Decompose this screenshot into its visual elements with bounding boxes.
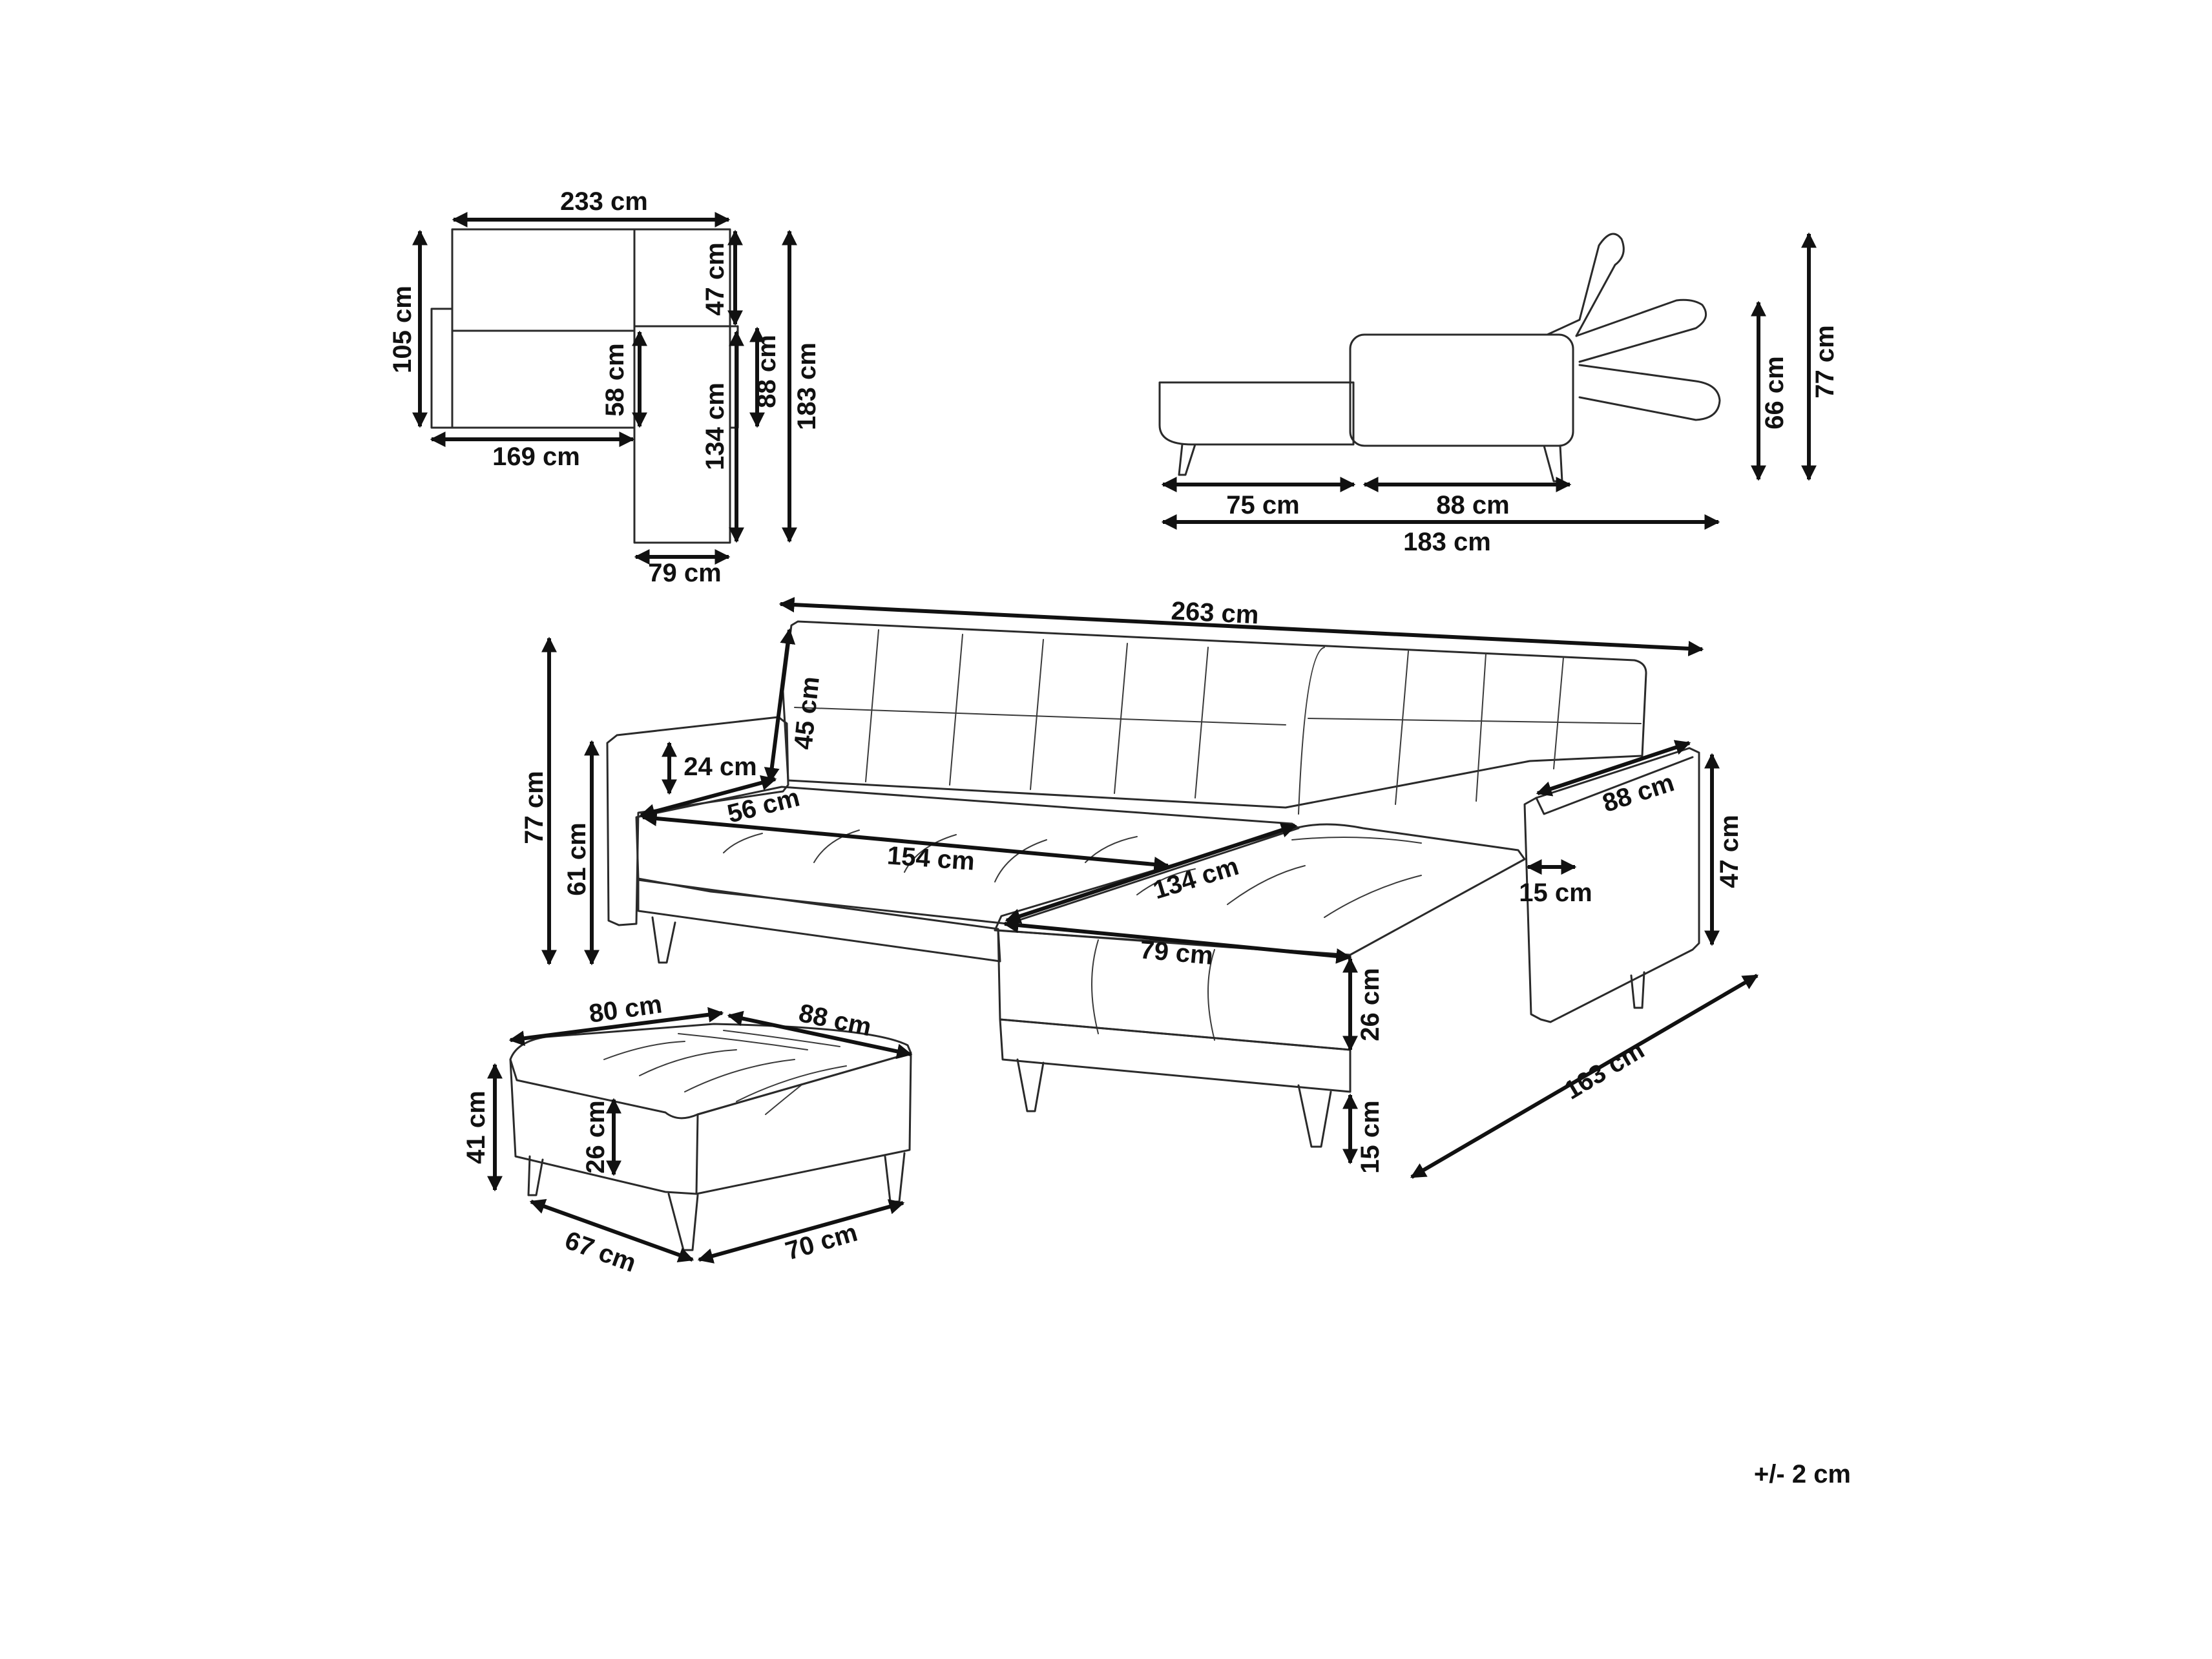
side-back-tilted xyxy=(1575,298,1707,363)
dim-label: 45 cm xyxy=(789,675,825,751)
sofa-leg-front-left xyxy=(1016,1058,1045,1112)
dim-line xyxy=(1003,917,1352,964)
sofa-backrest xyxy=(782,620,1647,809)
dim-line xyxy=(1005,822,1297,924)
sofa-back-split xyxy=(1298,647,1325,815)
sofa-leg-left xyxy=(651,916,676,964)
dim-label: 15 cm xyxy=(1519,879,1592,907)
dim-label: 79 cm xyxy=(1139,935,1215,970)
side-leg-back xyxy=(1543,444,1563,483)
dim-line xyxy=(778,597,1704,656)
dim-label: 163 cm xyxy=(1560,1036,1649,1105)
side-view: 75 cm 88 cm 183 cm 66 cm 77 cm xyxy=(1158,232,1839,556)
plan-view: 233 cm 105 cm 169 cm 58 cm 47 cm 88 cm 1… xyxy=(388,187,821,587)
plan-outline xyxy=(451,228,731,544)
dim-line xyxy=(764,628,796,784)
dim-label: 77 cm xyxy=(520,771,548,844)
dim-label: 15 cm xyxy=(1356,1100,1384,1173)
ottoman: 80 cm 88 cm 41 cm 26 cm 67 cm 70 cm xyxy=(462,990,913,1278)
dim-label: 105 cm xyxy=(388,286,417,373)
dim-label: 77 cm xyxy=(1811,325,1839,398)
dim-label: 75 cm xyxy=(1226,491,1299,519)
dim-label: 134 cm xyxy=(701,382,729,470)
dim-label: 47 cm xyxy=(701,242,729,315)
ottoman-tuft-lines xyxy=(603,1030,847,1115)
dim-line xyxy=(508,1007,724,1047)
side-back-flat xyxy=(1578,364,1721,421)
dim-label: 58 cm xyxy=(601,343,629,416)
dim-label: 66 cm xyxy=(1760,356,1789,429)
ottoman-leg-left xyxy=(527,1155,544,1196)
sofa-front-base xyxy=(637,879,1001,963)
dim-line xyxy=(697,1199,905,1264)
sofa-left-arm xyxy=(606,716,789,926)
dim-label: 169 cm xyxy=(492,443,580,471)
sofa-chaise-base xyxy=(999,1018,1351,1093)
dim-label: 67 cm xyxy=(561,1226,640,1278)
side-back-cushion xyxy=(1349,333,1574,447)
side-seat xyxy=(1158,381,1355,446)
dim-label: 263 cm xyxy=(1171,597,1260,630)
dim-line xyxy=(639,775,777,819)
dim-label: 88 cm xyxy=(1436,491,1509,519)
plan-arm-left xyxy=(430,308,454,429)
dim-label: 26 cm xyxy=(1356,968,1384,1041)
dim-line xyxy=(1536,740,1691,797)
dim-label: 233 cm xyxy=(560,187,648,216)
dim-label: 47 cm xyxy=(1715,815,1744,888)
dim-line xyxy=(529,1199,694,1262)
dim-label: 26 cm xyxy=(581,1100,610,1173)
side-back-upright xyxy=(1546,233,1625,337)
back-tuft-horizontal xyxy=(794,707,1642,725)
dim-label: 79 cm xyxy=(648,559,721,587)
ottoman-leg-right xyxy=(884,1152,906,1203)
sofa-leg-front-right xyxy=(1297,1084,1332,1148)
dim-line xyxy=(727,1010,913,1059)
dim-label: 61 cm xyxy=(563,822,591,895)
dim-label: 88 cm xyxy=(797,999,874,1042)
sofa-chaise-top xyxy=(994,823,1526,956)
dim-label: 183 cm xyxy=(793,342,821,430)
dim-label: 88 cm xyxy=(753,335,781,408)
dim-label: 41 cm xyxy=(462,1090,490,1163)
sofa-perspective: 263 cm 45 cm 77 cm 61 cm 24 cm 56 cm 154… xyxy=(520,597,1759,1179)
ottoman-leg-front xyxy=(667,1193,699,1251)
back-tuft-lines xyxy=(865,629,1564,805)
tolerance-note: +/- 2 cm xyxy=(1754,1460,1851,1488)
side-leg-front xyxy=(1178,443,1196,476)
dim-line xyxy=(1410,974,1759,1179)
ottoman-side-right xyxy=(695,1052,912,1195)
dim-label: 154 cm xyxy=(886,841,976,875)
ottoman-side-left xyxy=(509,1058,699,1195)
dim-label: 183 cm xyxy=(1403,528,1491,556)
dim-label: 88 cm xyxy=(1599,768,1677,818)
dim-label: 24 cm xyxy=(683,753,756,781)
